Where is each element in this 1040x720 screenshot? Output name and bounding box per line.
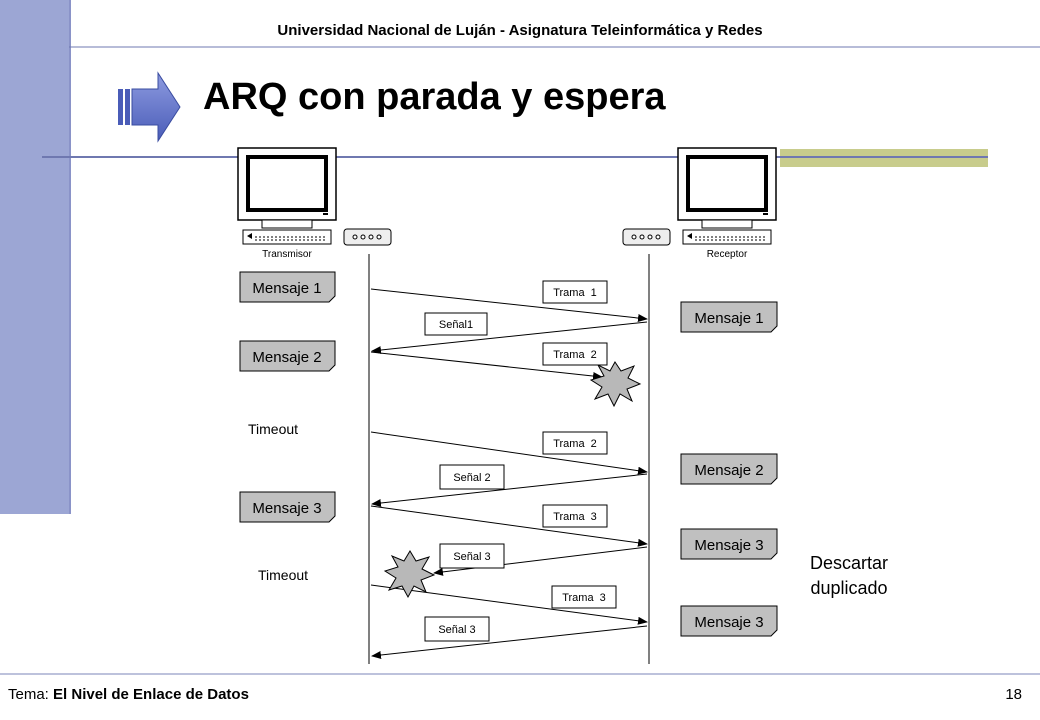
receiver-message-box: Mensaje 3 <box>680 605 778 637</box>
receiver-computer-icon <box>677 147 777 245</box>
frame-label-box: Trama 2 <box>542 431 608 455</box>
ack-label: Señal 3 <box>438 624 475 636</box>
frame-label: Trama 2 <box>553 349 597 361</box>
ack-label-box: Señal1 <box>424 312 488 336</box>
ack-label-box: Señal 2 <box>439 464 505 490</box>
lost-ack-burst-icon <box>383 550 436 599</box>
footer-topic: Tema: El Nivel de Enlace de Datos <box>8 686 249 703</box>
frame-arrow <box>370 584 648 625</box>
frame-label-box: Trama 1 <box>542 280 608 304</box>
frame-label: Trama 2 <box>553 438 597 450</box>
receiver-message-box: Mensaje 1 <box>680 301 778 333</box>
title-arrow-icon <box>118 71 181 143</box>
footer-label: Tema: <box>8 686 54 703</box>
ack-label: Señal 2 <box>453 472 490 484</box>
receiver-message-box: Mensaje 2 <box>680 453 778 485</box>
sidebar <box>0 0 69 514</box>
receiver-label: Receptor <box>707 249 748 260</box>
ack-label: Señal 3 <box>453 551 490 563</box>
frame-label-box: Trama 2 <box>542 342 608 366</box>
transmitter-computer-icon <box>237 147 337 245</box>
ack-arrow-lost <box>433 546 648 576</box>
page-number: 18 <box>1005 686 1022 703</box>
ack-label-box: Señal 3 <box>424 616 490 642</box>
timeout-label: Timeout <box>258 567 308 583</box>
sender-message-label: Mensaje 1 <box>252 280 321 297</box>
receiver-message-label: Mensaje 3 <box>694 537 763 554</box>
discard-note-line2: duplicado <box>810 578 887 598</box>
timeout-label: Timeout <box>248 421 298 437</box>
receiver-modem-icon <box>622 228 671 246</box>
receiver-message-label: Mensaje 3 <box>694 614 763 631</box>
frame-label: Trama 3 <box>562 592 606 604</box>
receiver-message-box: Mensaje 3 <box>680 528 778 560</box>
ack-arrow <box>371 473 648 508</box>
frame-arrow <box>370 505 648 547</box>
transmitter-modem-icon <box>343 228 392 246</box>
discard-note-line1: Descartar <box>810 553 888 573</box>
slide-title: ARQ con parada y espera <box>203 76 666 118</box>
frame-arrow <box>370 431 648 475</box>
frame-arrow <box>370 288 648 323</box>
sender-message-box: Mensaje 1 <box>239 271 336 303</box>
transmitter-label: Transmisor <box>262 249 312 260</box>
frame-label: Trama 3 <box>553 511 597 523</box>
header-text: Universidad Nacional de Luján - Asignatu… <box>277 22 763 39</box>
sender-message-box: Mensaje 2 <box>239 340 336 372</box>
frame-label: Trama 1 <box>553 287 597 299</box>
ack-arrow <box>371 625 648 660</box>
footer-topic-text: El Nivel de Enlace de Datos <box>53 686 249 703</box>
receiver-message-label: Mensaje 1 <box>694 310 763 327</box>
sender-message-label: Mensaje 3 <box>252 500 321 517</box>
lost-frame-burst-icon <box>589 361 642 408</box>
ack-label: Señal1 <box>439 319 473 331</box>
frame-label-box: Trama 3 <box>551 585 617 609</box>
sender-message-box: Mensaje 3 <box>239 491 336 523</box>
frame-label-box: Trama 3 <box>542 504 608 528</box>
receiver-message-label: Mensaje 2 <box>694 462 763 479</box>
ack-label-box: Señal 3 <box>439 543 505 569</box>
frame-arrow-lost <box>370 351 603 381</box>
sender-message-label: Mensaje 2 <box>252 349 321 366</box>
ack-arrow <box>371 321 648 355</box>
